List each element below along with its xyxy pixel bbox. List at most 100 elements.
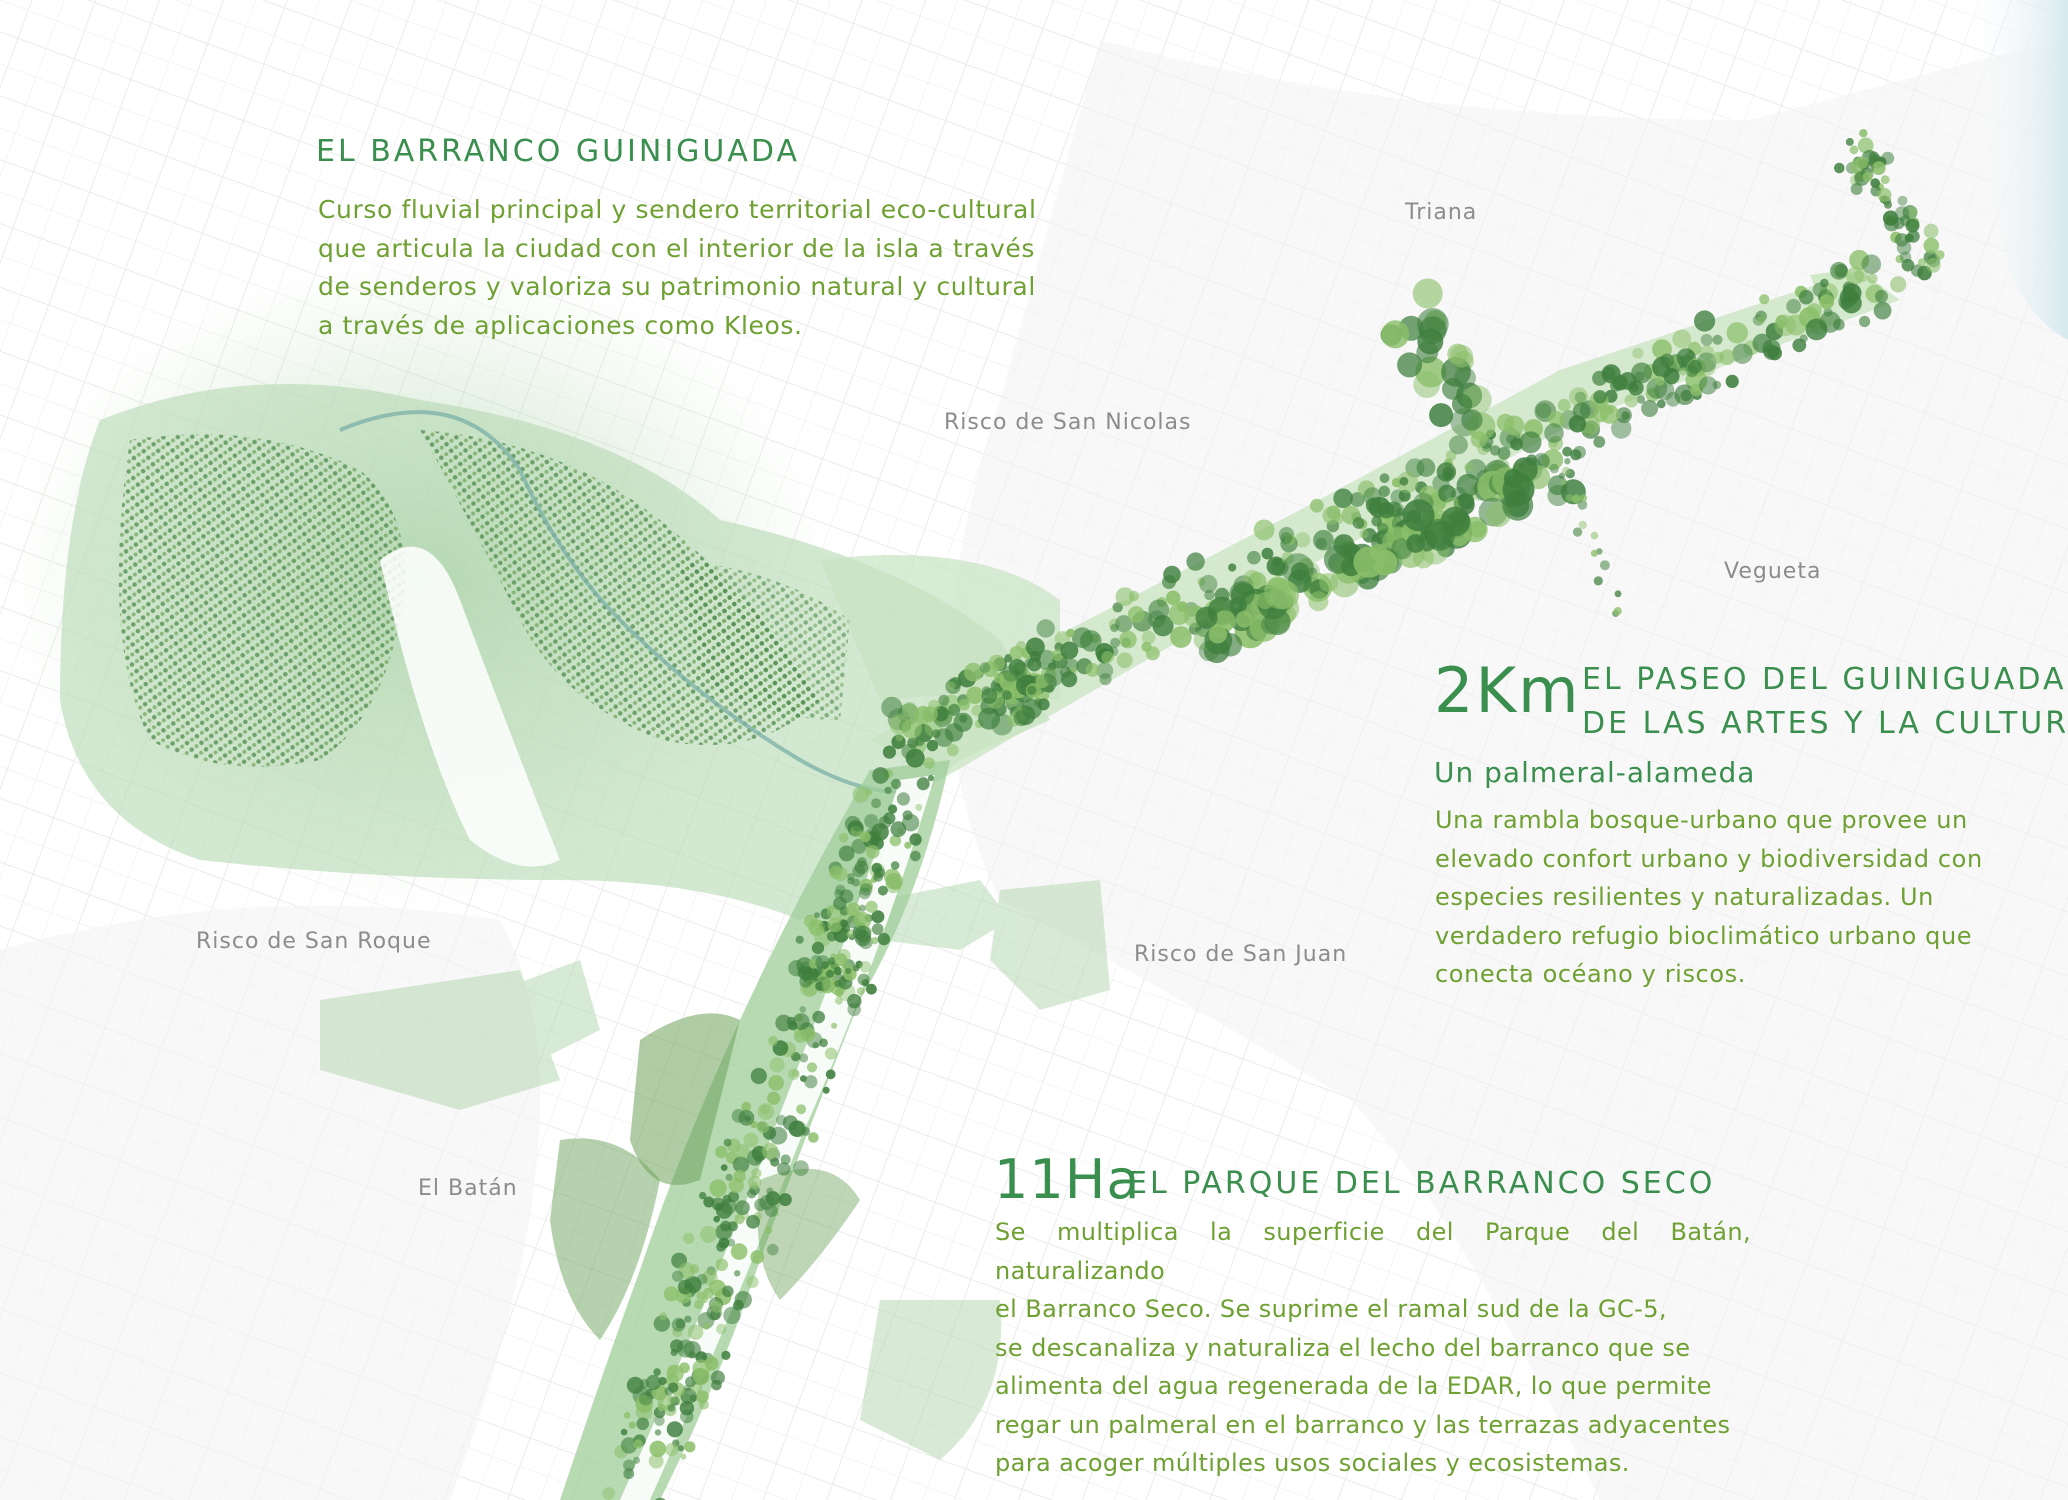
tree [736, 1144, 750, 1158]
tree [602, 1487, 616, 1500]
tree [730, 1243, 748, 1260]
tree [1197, 577, 1206, 586]
tree [623, 1459, 635, 1472]
tree [1895, 254, 1904, 264]
tree [890, 861, 900, 870]
tree [1152, 615, 1174, 637]
tree [953, 712, 973, 732]
tree [754, 1198, 767, 1212]
tree [653, 1315, 671, 1332]
tree [901, 814, 920, 832]
tree [735, 1200, 750, 1216]
tree [846, 902, 861, 917]
tree [852, 786, 869, 803]
tree [889, 878, 901, 890]
tree [901, 702, 918, 718]
tree [1571, 494, 1581, 504]
tree [1080, 630, 1102, 652]
tree [1379, 473, 1390, 484]
tree [866, 983, 877, 995]
tree [633, 1439, 643, 1449]
tree [933, 708, 952, 728]
tree [710, 1301, 723, 1313]
tree [1309, 498, 1324, 513]
tree [901, 718, 922, 739]
tree [1266, 556, 1286, 576]
tree [1322, 506, 1341, 525]
label-el-batan: El Batán [418, 1176, 518, 1201]
tree [890, 821, 907, 838]
tree [1564, 458, 1571, 465]
tree [1725, 374, 1739, 388]
tree [847, 1002, 861, 1017]
tree [746, 1275, 759, 1288]
tree [1799, 334, 1808, 343]
tree [1441, 357, 1471, 387]
tree [1845, 266, 1864, 285]
tree [1352, 517, 1365, 529]
tree [852, 864, 865, 878]
tree [1096, 662, 1114, 679]
tree [620, 1437, 638, 1454]
tree [923, 757, 935, 769]
tree [722, 1285, 734, 1298]
tree [1907, 230, 1920, 243]
tree [1128, 590, 1140, 602]
tree [626, 1376, 644, 1394]
tree [871, 798, 882, 809]
tree [891, 734, 906, 750]
tree [958, 698, 970, 711]
tree [1877, 187, 1892, 202]
tree [1448, 435, 1468, 455]
tree [1850, 183, 1863, 195]
tree [715, 1258, 729, 1272]
tree [769, 1057, 785, 1073]
south-park-patches [320, 880, 1110, 1460]
tree [1412, 278, 1443, 309]
tree [828, 865, 843, 880]
tree [926, 739, 939, 752]
tree [1450, 344, 1474, 368]
tree [915, 803, 923, 811]
tree [895, 733, 904, 742]
tree [889, 834, 902, 847]
tree [1614, 590, 1622, 598]
tree [877, 885, 888, 896]
tree [1590, 531, 1599, 540]
tree [801, 1126, 811, 1136]
tree [734, 1213, 745, 1225]
tree [1859, 129, 1868, 138]
tree [1319, 572, 1339, 593]
tree [1037, 698, 1050, 711]
parque-description: Se multiplica la superficie del Parque d… [995, 1213, 1751, 1483]
tree [1859, 315, 1871, 328]
tree [694, 1299, 704, 1310]
tree [1855, 156, 1869, 170]
tree [1923, 223, 1939, 239]
tree [704, 1356, 719, 1371]
tree [1165, 590, 1181, 606]
barranco-line: a través de aplicaciones como Kleos. [318, 310, 803, 340]
tree [1593, 436, 1606, 448]
tree [1429, 403, 1454, 428]
tree [1685, 350, 1695, 360]
tree [881, 696, 903, 719]
tree [750, 1067, 767, 1085]
tree [834, 980, 842, 987]
tree [1699, 345, 1715, 361]
tree [877, 932, 891, 946]
tree [1834, 162, 1845, 174]
tree [1613, 607, 1622, 616]
tree [1116, 652, 1133, 669]
tree [1674, 384, 1695, 406]
tree [882, 745, 897, 759]
tree [1402, 499, 1435, 532]
tree [1696, 352, 1717, 373]
tree [1593, 407, 1609, 423]
tree [684, 1441, 696, 1453]
tree [1923, 237, 1940, 254]
tree [1631, 362, 1652, 384]
tree [762, 1142, 779, 1160]
tree [1819, 311, 1841, 333]
tree [1565, 468, 1575, 479]
